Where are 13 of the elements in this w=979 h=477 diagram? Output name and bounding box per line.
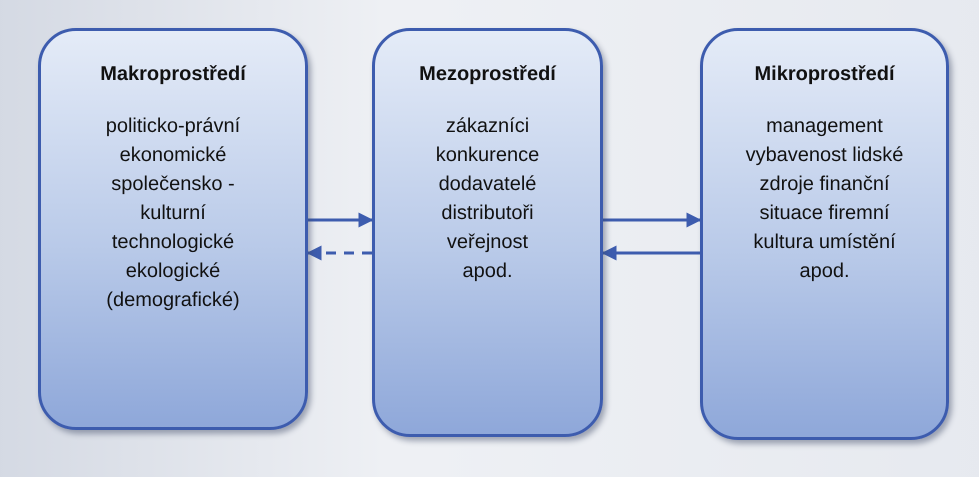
box-text: management vybavenost lidské zdroje finanční situace firemní kultura umístění apod. — [744, 114, 904, 284]
arrow — [602, 246, 700, 260]
rounded-box — [700, 28, 949, 440]
box-heading: Mezoprostředí — [419, 63, 556, 86]
box-text: zákazníci konkurence dodavatelé distributoři veřejnost apod. — [434, 114, 540, 284]
rounded-box — [372, 28, 603, 437]
arrow — [308, 212, 374, 228]
rounded-box — [38, 28, 308, 430]
box-heading: Mikroprostředí — [754, 63, 895, 86]
box-heading: Makroprostředí — [100, 63, 246, 86]
arrow — [306, 246, 372, 260]
box-text: politicko-právní ekonomické společensko -kulturní technologické ekologické (demografické) — [104, 114, 242, 313]
arrow — [603, 212, 702, 228]
